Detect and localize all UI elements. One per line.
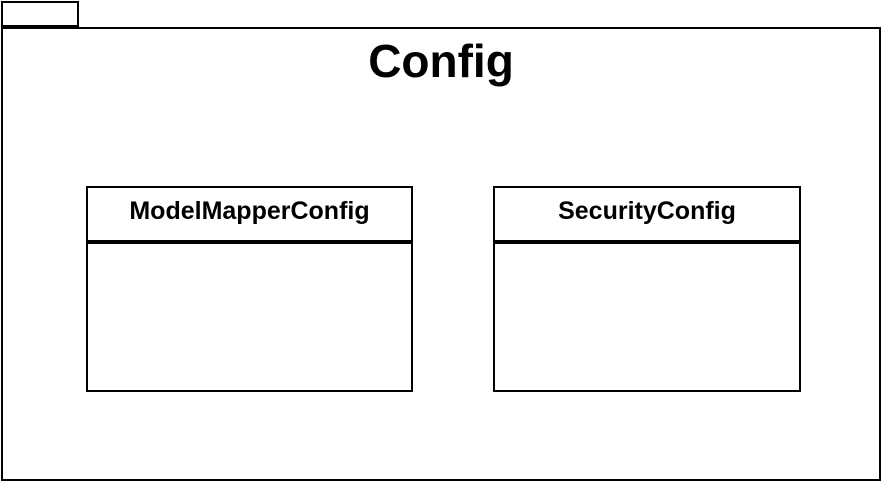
class-name: ModelMapperConfig — [88, 188, 411, 244]
class-name: SecurityConfig — [495, 188, 799, 244]
package-tab — [1, 1, 79, 27]
package-title: Config — [368, 35, 514, 87]
class-box-security-config: SecurityConfig — [493, 186, 801, 392]
class-box-model-mapper-config: ModelMapperConfig — [86, 186, 413, 392]
